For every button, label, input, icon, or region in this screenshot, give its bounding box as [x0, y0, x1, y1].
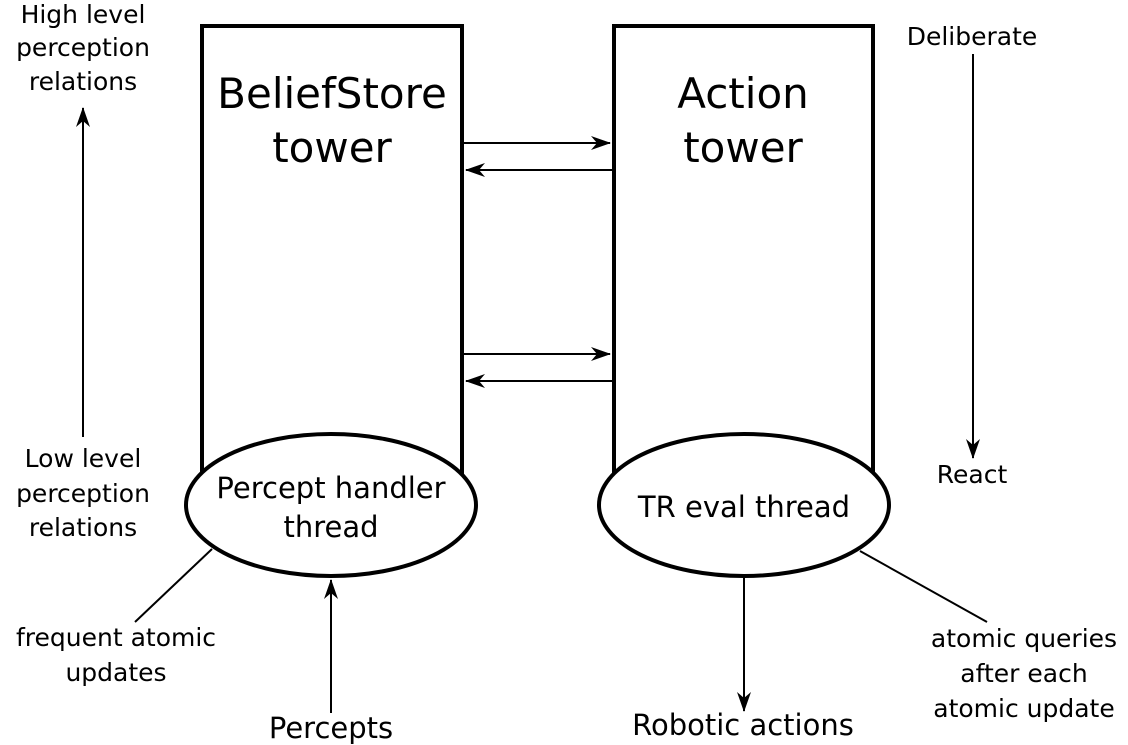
- react-label: React: [937, 460, 1008, 489]
- updates-leader-line: [134, 548, 213, 623]
- low-level-label: perception: [16, 479, 150, 508]
- beliefstore-tower-title: BeliefStore: [217, 69, 447, 118]
- tr-eval-thread: [597, 432, 891, 578]
- frequent-updates-label: frequent atomic: [16, 623, 216, 652]
- percepts-label: Percepts: [269, 711, 393, 745]
- beliefstore-tower-title: tower: [272, 123, 392, 172]
- atomic-queries-label: after each: [960, 659, 1087, 688]
- high-level-label: perception: [16, 33, 150, 62]
- percept-handler-thread: [184, 432, 478, 578]
- atomic-queries-label: atomic queries: [931, 624, 1117, 653]
- low-level-label: Low level: [25, 444, 142, 473]
- high-level-label: High level: [21, 0, 146, 29]
- robotic-actions-label: Robotic actions: [632, 708, 854, 742]
- frequent-updates-label: updates: [65, 658, 166, 687]
- atomic-queries-label: atomic update: [933, 694, 1115, 723]
- percept-handler-thread-label: Percept handler: [216, 471, 445, 505]
- low-level-label: relations: [29, 513, 137, 542]
- deliberate-label: Deliberate: [907, 22, 1038, 51]
- action-tower: [612, 24, 875, 488]
- action-tower-title: Action: [677, 69, 809, 118]
- queries-leader-line: [859, 550, 988, 623]
- tr-eval-thread-label: TR eval thread: [637, 490, 850, 524]
- high-level-label: relations: [29, 67, 137, 96]
- percept-handler-thread-label: thread: [283, 510, 378, 544]
- action-tower-title: tower: [683, 123, 803, 172]
